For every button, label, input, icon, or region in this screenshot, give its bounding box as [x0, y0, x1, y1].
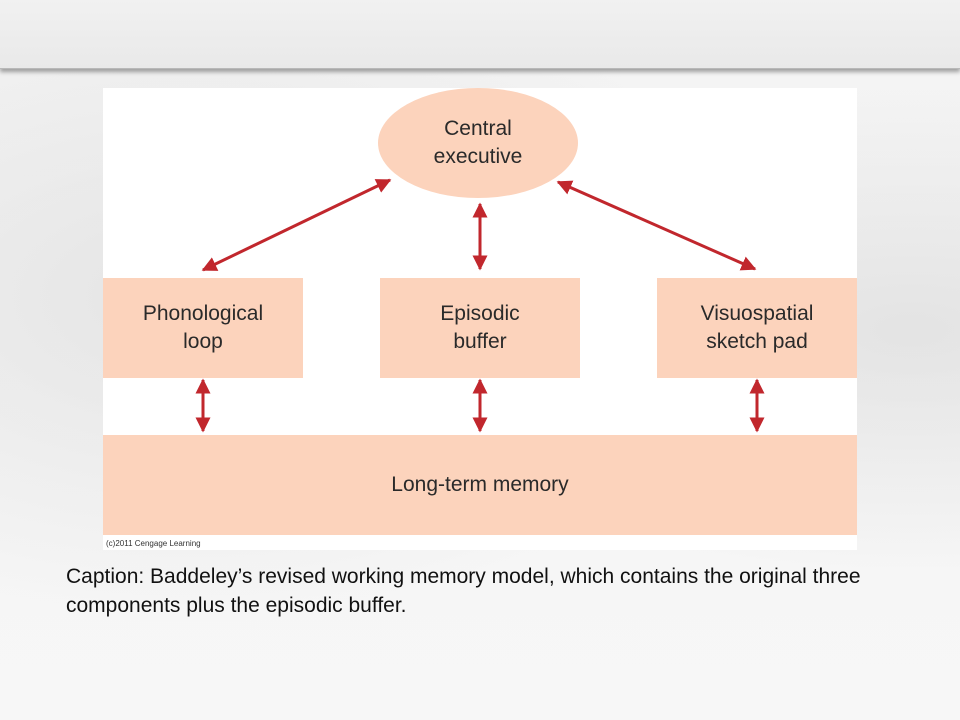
- slide-header-band: [0, 0, 960, 69]
- working-memory-figure: Central executive Phonological loop Epis…: [103, 88, 857, 550]
- long-term-memory-label: Long-term memory: [391, 473, 569, 496]
- visuospatial-sketch-pad-node: Visuospatial sketch pad: [657, 278, 857, 378]
- arrow-central-visuospatial: [556, 180, 757, 271]
- central-executive-node: Central executive: [378, 88, 578, 198]
- copyright-notice: (c)2011 Cengage Learning: [106, 539, 201, 548]
- episodic-buffer-node: Episodic buffer: [380, 278, 580, 378]
- long-term-memory-node: Long-term memory: [103, 435, 857, 535]
- arrow-central-phonological: [201, 178, 392, 272]
- phonological-loop-label: Phonological loop: [142, 302, 264, 353]
- central-executive-label: Central executive: [433, 117, 523, 168]
- phonological-loop-node: Phonological loop: [103, 278, 303, 378]
- figure-caption: Caption: Baddeley’s revised working memo…: [66, 565, 861, 617]
- episodic-buffer-label: Episodic buffer: [440, 302, 520, 353]
- visuospatial-sketch-pad-label: Visuospatial sketch pad: [700, 302, 814, 353]
